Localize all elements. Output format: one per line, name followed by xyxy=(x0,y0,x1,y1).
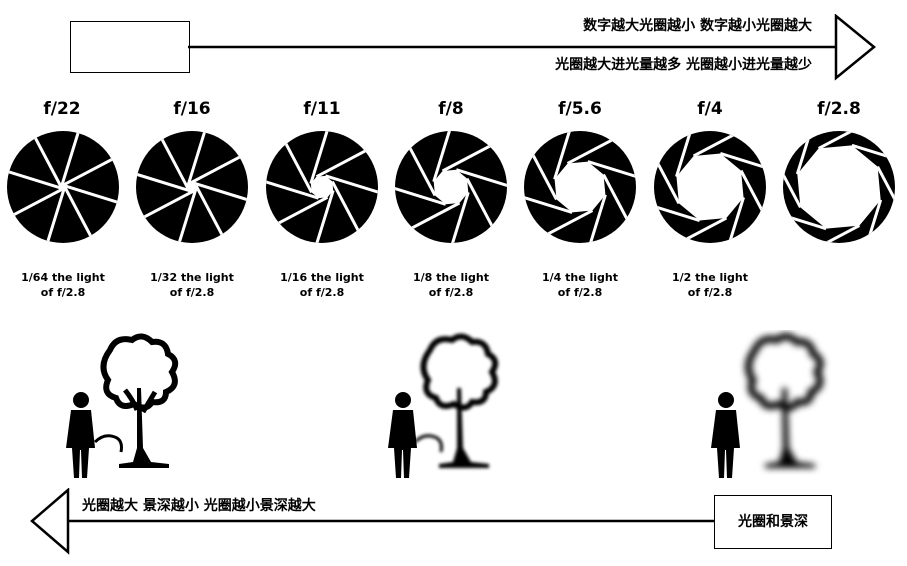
aperture-blade-edge xyxy=(587,160,636,188)
light-note-f4: 1/2 the light of f/2.8 xyxy=(671,271,749,299)
aperture-blade-edge xyxy=(147,131,190,190)
aperture-blade-edge xyxy=(325,174,378,203)
light-note-f11: 1/16 the light of f/2.8 xyxy=(280,271,364,299)
fstop-label-f11: f/11 xyxy=(303,99,341,119)
aperture-blade-edge xyxy=(739,169,766,243)
aperture-blade-edge xyxy=(719,152,766,180)
aperture-blade-edge xyxy=(524,209,594,243)
aperture-blade-edge xyxy=(654,216,728,243)
aperture-blade-edge xyxy=(189,142,248,185)
aperture-blade-edge xyxy=(38,187,66,243)
scene-blurred xyxy=(711,333,824,478)
aperture-blade-edge xyxy=(602,173,636,243)
aperture-f11-icon xyxy=(266,131,378,243)
tree-icon xyxy=(745,333,824,468)
aperture-blade-edge xyxy=(553,131,581,180)
aperture-opening xyxy=(554,161,606,213)
aperture-blade-edge xyxy=(309,131,338,184)
aperture-opening xyxy=(187,182,197,192)
person-icon xyxy=(711,392,740,478)
aperture-blade-edge xyxy=(315,136,378,178)
aperture-blade-edge xyxy=(692,131,766,158)
fstop-label-f16: f/16 xyxy=(173,99,211,119)
light-note-f16: 1/32 the light of f/2.8 xyxy=(150,271,234,299)
aperture-blade-edge xyxy=(136,164,192,193)
aperture-blade-edge xyxy=(306,190,335,243)
aperture-blade-edge xyxy=(192,181,248,210)
aperture-icons xyxy=(7,131,895,243)
aperture-blade-edge xyxy=(169,187,198,243)
aperture-blade-edge xyxy=(784,224,861,243)
tree-icon xyxy=(93,333,179,468)
scene-sharp xyxy=(66,333,179,478)
aperture-blade-edge xyxy=(717,196,745,243)
top-empty-box xyxy=(70,21,190,73)
fstop-label-f22: f/22 xyxy=(43,99,81,119)
aperture-opening xyxy=(676,153,744,221)
bottom-box-label: 光圈和景深 xyxy=(738,514,808,530)
aperture-blade-edge xyxy=(186,131,215,187)
aperture-f22-icon xyxy=(7,131,119,243)
aperture-blade-edge xyxy=(7,187,65,229)
fstop-label-f8: f/8 xyxy=(438,99,464,119)
aperture-blade-edge xyxy=(654,131,681,205)
aperture-opening xyxy=(797,145,881,229)
aperture-blade-edge xyxy=(136,189,195,232)
aperture-opening xyxy=(310,175,334,199)
aperture-blade-edge xyxy=(654,194,701,222)
tree-icon xyxy=(413,333,499,468)
light-note-f22: 1/64 the light of f/2.8 xyxy=(21,271,105,299)
aperture-f16-icon xyxy=(136,131,248,243)
aperture-blade-edge xyxy=(61,145,119,187)
aperture-blade-edge xyxy=(579,194,607,243)
aperture-blade-edge xyxy=(266,196,329,238)
aperture-f4-icon xyxy=(654,131,766,243)
scene-medium xyxy=(388,333,499,478)
aperture-f5-6-icon xyxy=(524,131,636,243)
aperture-blade-edge xyxy=(442,191,470,243)
light-note-f8: 1/8 the light of f/2.8 xyxy=(412,271,490,299)
aperture-opening xyxy=(433,169,469,205)
light-note-f5-6: 1/4 the light of f/2.8 xyxy=(541,271,619,299)
aperture-blade-edge xyxy=(331,180,373,243)
aperture-blade-edge xyxy=(455,168,507,196)
aperture-blade-edge xyxy=(524,186,573,214)
aperture-blade-edge xyxy=(271,131,313,194)
aperture-blade-edge xyxy=(566,131,636,165)
bottom-label-box xyxy=(714,495,832,549)
person-icon xyxy=(388,392,417,478)
aperture-blade-edge xyxy=(817,131,894,150)
aperture-blade-edge xyxy=(876,165,895,242)
aperture-blade-edge xyxy=(21,131,63,189)
aperture-blade-edge xyxy=(7,162,63,190)
aperture-blade-edge xyxy=(395,178,447,206)
fstop-label-f4: f/4 xyxy=(697,99,723,119)
top-arrow xyxy=(188,14,876,81)
bottom-banner-line: 光圈越大 景深越小 光圈越小景深越大 xyxy=(82,498,316,514)
person-icon xyxy=(66,392,95,478)
aperture-blade-edge xyxy=(60,131,88,187)
aperture-blade-edge xyxy=(194,184,237,243)
aperture-blade-edge xyxy=(266,171,319,200)
aperture-blade-edge xyxy=(63,184,119,212)
aperture-blade-edge xyxy=(524,131,558,201)
top-banner-line1: 数字越大光圈越小 数字越小光圈越大 xyxy=(583,18,812,34)
bottom-arrow xyxy=(30,488,718,555)
aperture-blade-edge xyxy=(783,132,802,209)
aperture-blade-edge xyxy=(432,131,460,183)
aperture-blade-edge xyxy=(675,131,703,178)
fstop-label-f5-6: f/5.6 xyxy=(558,99,602,119)
aperture-f8-icon xyxy=(395,131,507,243)
aperture-blade-edge xyxy=(63,185,105,243)
top-banner-line2: 光圈越大进光量越多 光圈越小进光量越少 xyxy=(555,57,812,73)
aperture-f2-8-icon xyxy=(783,131,895,243)
fstop-label-f2-8: f/2.8 xyxy=(817,99,861,119)
